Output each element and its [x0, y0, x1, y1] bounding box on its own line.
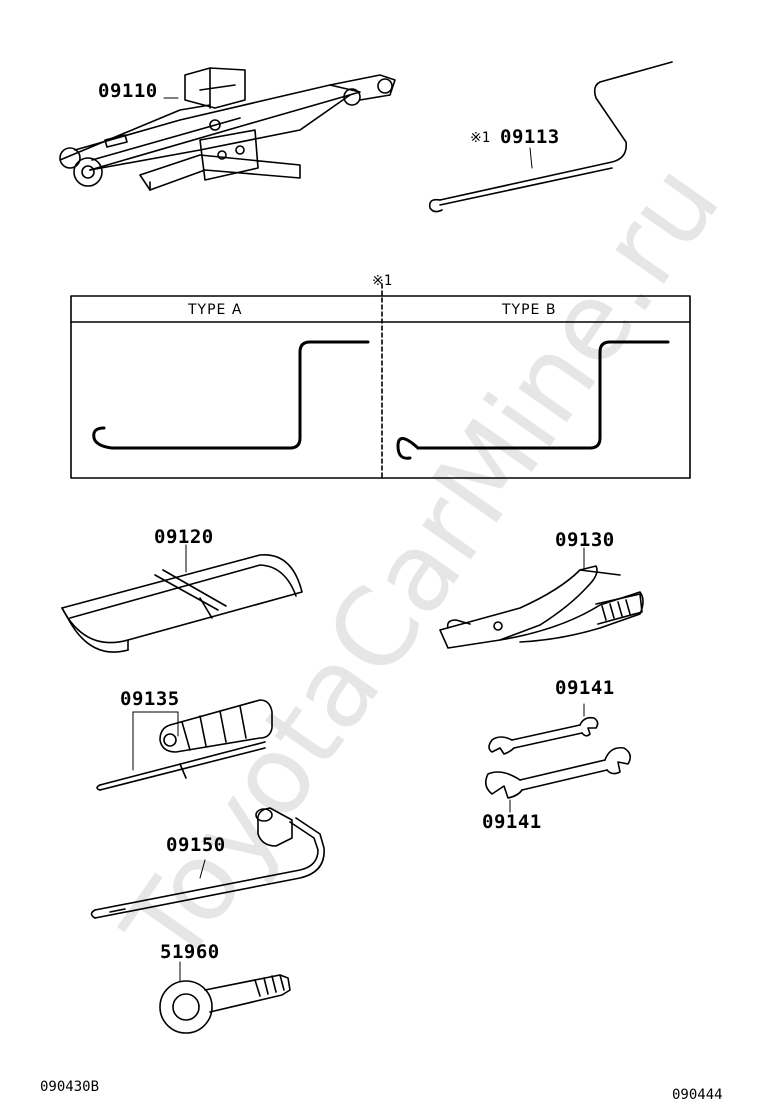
wheel-nut-wrench-drawing: [90, 807, 325, 919]
jack-drawing: [59, 67, 396, 191]
label-jack: 09110: [98, 80, 158, 102]
label-screwdriver: 09135: [120, 688, 180, 710]
tool-bag-drawing: [61, 554, 303, 653]
label-towing-eye: 51960: [160, 941, 220, 963]
type-a-header: TYPE A: [188, 302, 243, 318]
jack-handle-drawing: [428, 61, 673, 213]
label-tool-bag: 09120: [154, 526, 214, 548]
note-mark-handle: ※1: [470, 130, 491, 146]
type-b-header: TYPE B: [502, 302, 557, 318]
towing-eye-drawing: [159, 961, 291, 1034]
label-wrench-top: 09141: [555, 677, 615, 699]
screwdriver-drawing: [96, 699, 273, 791]
label-wrench-bottom: 09141: [482, 811, 542, 833]
footer-left-code: 090430B: [40, 1079, 100, 1095]
label-wheel-nut-wrench: 09150: [166, 834, 226, 856]
wrenches-drawing: [484, 703, 632, 813]
note-mark-table: ※1: [372, 273, 393, 289]
label-pliers: 09130: [555, 529, 615, 551]
label-jack-handle: 09113: [500, 126, 560, 148]
type-table: [70, 283, 691, 479]
pliers-drawing: [439, 565, 644, 649]
footer-right-code: 090444: [672, 1087, 723, 1103]
